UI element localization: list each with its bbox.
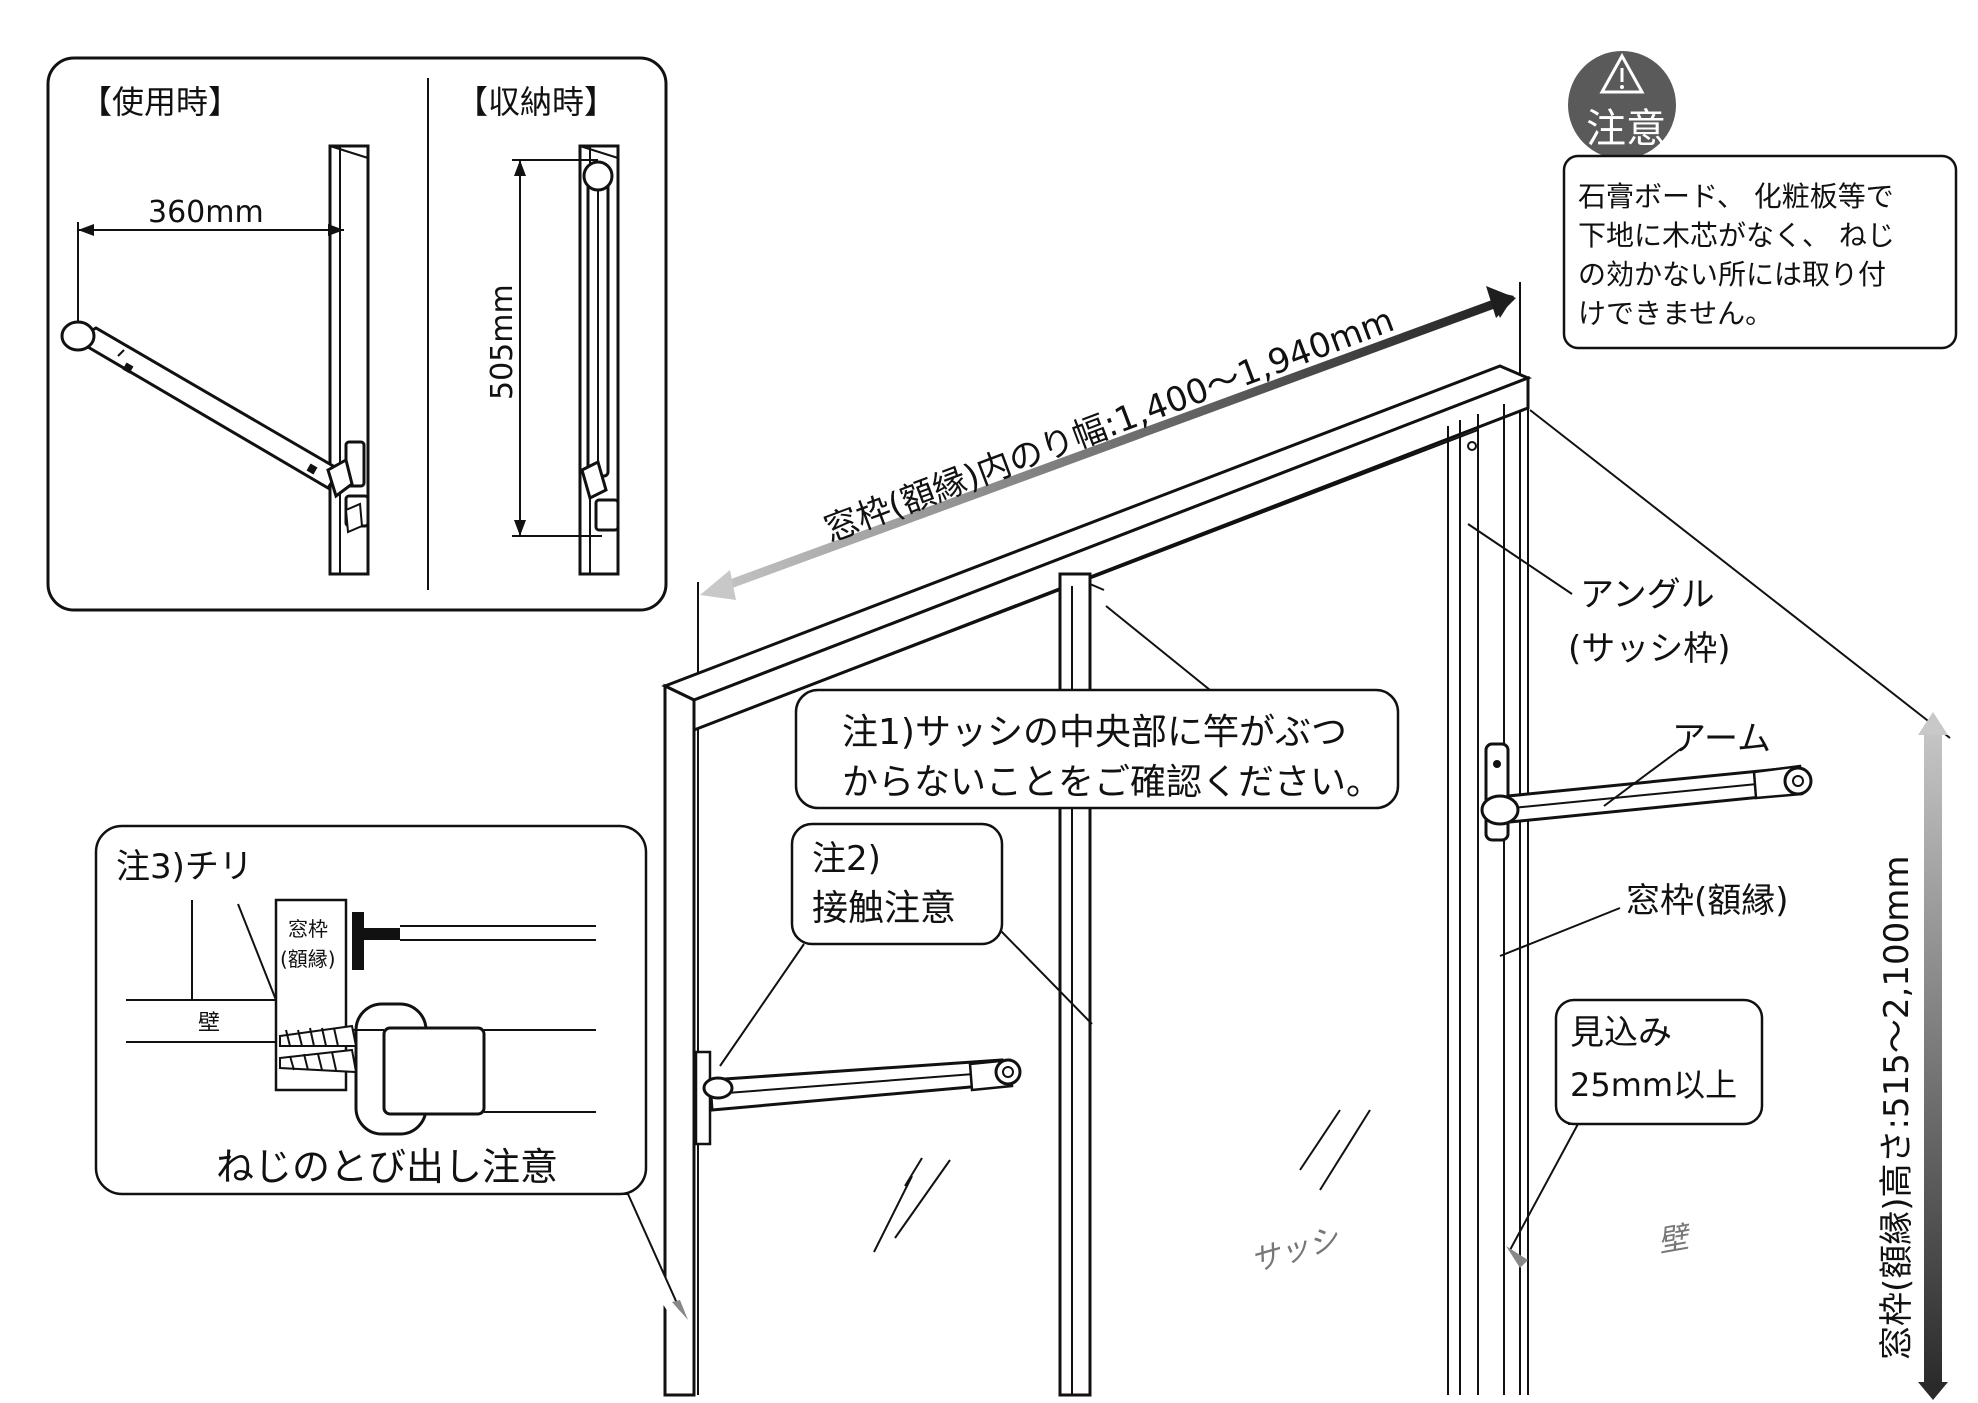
inner-width-text: 窓枠(額縁)内のり幅:1,400〜1,940mm bbox=[819, 300, 1399, 550]
note2-callout: 注2) 接触注意 bbox=[719, 822, 1093, 1067]
left-arm bbox=[694, 1050, 1022, 1146]
stored-label: 【収納時】 bbox=[456, 83, 616, 121]
note1-callout: 注1)サッシの中央部に竿がぶつ からないことをご確認ください。 bbox=[794, 605, 1400, 810]
note1-line-2: からないことをご確認ください。 bbox=[842, 762, 1382, 803]
caution-badge-text: 注意 bbox=[1586, 106, 1666, 152]
window-frame bbox=[661, 364, 1532, 1397]
caution-callout: 注意 石膏ボード、 化粧板等で 下地に木芯がなく、 ねじ の効かない所には取り付… bbox=[1562, 51, 1958, 350]
inset-panel: 【使用時】 【収納時】 360mm bbox=[46, 56, 668, 612]
angle-label: アングル bbox=[1580, 575, 1715, 615]
caution-line-2: 下地に木芯がなく、 ねじ bbox=[1578, 219, 1895, 252]
note1-line-1: 注1)サッシの中央部に竿がぶつ bbox=[842, 712, 1347, 753]
right-labels: アングル (サッシ枠) アーム 窓枠(額縁) bbox=[1467, 523, 1789, 957]
height-dim-text: 505mm bbox=[485, 284, 520, 400]
sash-frame-label: (サッシ枠) bbox=[1568, 629, 1731, 669]
screw-icon bbox=[279, 1024, 358, 1074]
note3-wall: 壁 bbox=[198, 1011, 220, 1036]
sash-label: サッシ bbox=[1247, 1221, 1344, 1280]
window-frame-label: 窓枠(額縁) bbox=[1626, 881, 1789, 921]
width-dim-text: 360mm bbox=[148, 195, 264, 230]
height-text: 窓枠(額縁)高さ:515〜2,100mm bbox=[1877, 856, 1917, 1360]
caution-line-1: 石膏ボード、 化粧板等で bbox=[1578, 180, 1894, 213]
note3-frame-2: (額縁) bbox=[280, 947, 336, 971]
height-dimension: 505mm bbox=[485, 159, 602, 537]
stored-arm bbox=[580, 160, 620, 532]
depth-callout: 見込み 25mm以上 bbox=[1506, 998, 1764, 1268]
note2-line-1: 注2) bbox=[812, 839, 881, 879]
note3-frame-1: 窓枠 bbox=[288, 917, 328, 941]
caution-line-4: けできません。 bbox=[1578, 297, 1773, 330]
in-use-label: 【使用時】 bbox=[80, 83, 240, 121]
note3-title: 注3)チリ bbox=[116, 847, 253, 887]
note2-line-2: 接触注意 bbox=[812, 888, 956, 929]
in-use-arm bbox=[60, 320, 370, 534]
height-arrow: 窓枠(額縁)高さ:515〜2,100mm bbox=[1529, 409, 1951, 1400]
width-dimension: 360mm bbox=[77, 195, 344, 330]
warning-triangle-icon bbox=[1599, 52, 1645, 94]
arm-label: アーム bbox=[1672, 719, 1771, 759]
depth-label: 見込み bbox=[1570, 1013, 1672, 1053]
wall-label: 壁 bbox=[1655, 1220, 1695, 1260]
right-arm bbox=[1480, 742, 1813, 842]
caution-badge bbox=[1568, 51, 1676, 159]
depth-value: 25mm以上 bbox=[1570, 1066, 1737, 1104]
caution-box bbox=[1562, 154, 1958, 350]
note3-screw-caution: ねじのとび出し注意 bbox=[216, 1145, 558, 1189]
note3-detail: 注3)チリ 壁 窓枠 (額縁) bbox=[94, 824, 688, 1320]
caution-line-3: の効かない所には取り付 bbox=[1578, 258, 1886, 291]
